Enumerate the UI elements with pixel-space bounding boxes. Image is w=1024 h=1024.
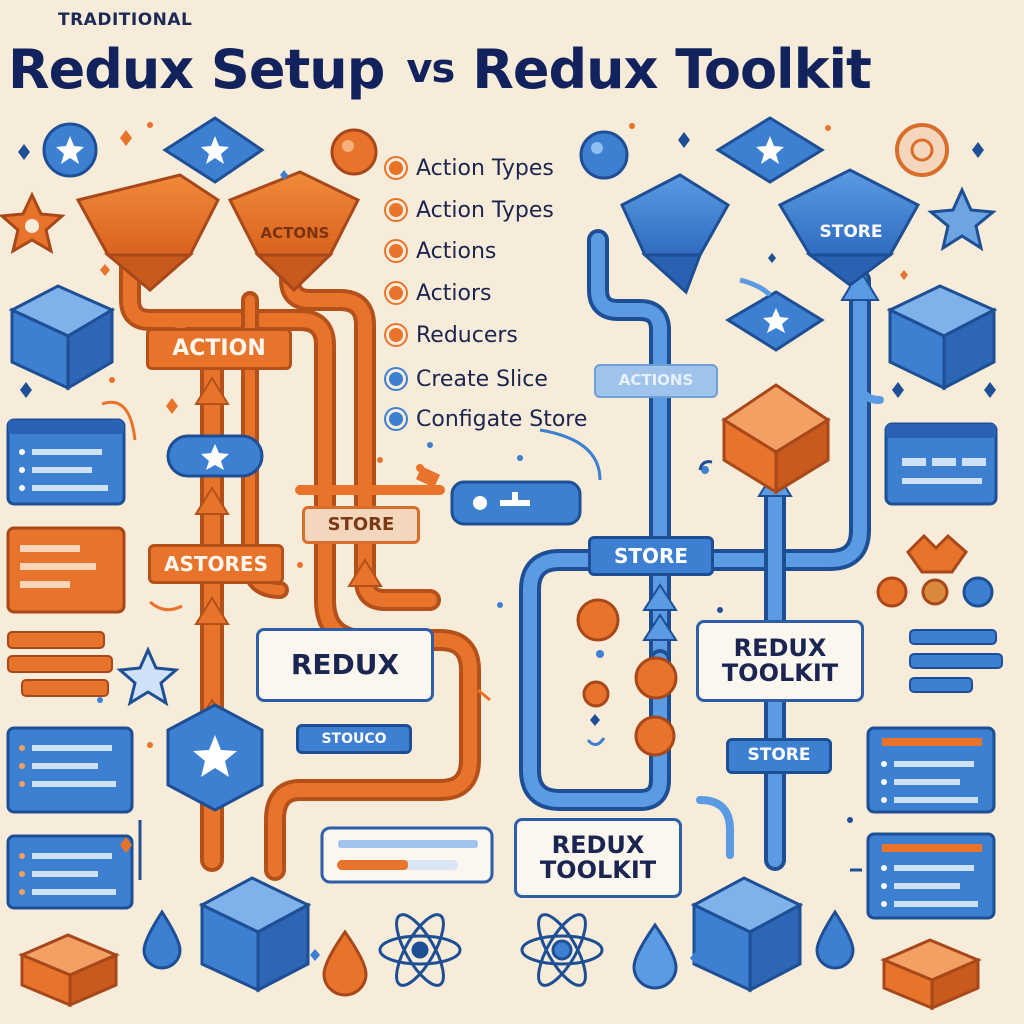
- legend-label: Actions: [416, 238, 497, 264]
- title-left: Redux Setup: [8, 38, 385, 101]
- legend-item: Reducers: [386, 317, 518, 353]
- orange-cube-toolkit: [721, 383, 831, 495]
- confetti-decor: [18, 122, 996, 964]
- legend-label: Action Types: [416, 197, 554, 223]
- panel-right-4: [866, 832, 996, 920]
- panel-left-1: [6, 418, 126, 506]
- legend-item: Actiors: [386, 275, 491, 311]
- astores-label: ASTORES: [148, 544, 284, 584]
- legend-item: Configate Store: [386, 401, 587, 437]
- atom-icon-right: [520, 913, 604, 987]
- orange-cube-bottom-left: [18, 933, 120, 1008]
- legend-bullet-icon: [386, 325, 406, 345]
- legend-bullet-icon: [386, 409, 406, 429]
- panel-left-5: [6, 834, 134, 910]
- subtitle: TRADITIONAL: [58, 10, 193, 30]
- orange-cube-bottom-right: [880, 938, 982, 1011]
- legend-bullet-icon: [386, 241, 406, 261]
- toolkit-flow-arrows: [642, 268, 880, 641]
- droplet-right: [815, 909, 855, 970]
- funnel-label-store: STORE: [819, 222, 883, 243]
- legend-bullet-icon: [386, 158, 406, 178]
- legend-item: Create Slice: [386, 361, 548, 397]
- cube-bottom-right: [690, 876, 804, 993]
- small-store-label: STOUCO: [296, 724, 412, 754]
- legend-bullet-icon: [386, 369, 406, 389]
- redux-toolkit-box-top: REDUX TOOLKIT: [696, 620, 864, 702]
- funnel-label-actions: ACTONS: [260, 224, 330, 243]
- action-funnel-right: [227, 170, 361, 293]
- star-badge-mid-left: [166, 434, 264, 478]
- legend-label: Configate Store: [416, 406, 588, 432]
- page-title: Redux Setup vs Redux Toolkit: [8, 38, 872, 101]
- star-diamond-top: [162, 116, 265, 184]
- store-label-left: STORE: [302, 506, 420, 544]
- panel-left-2: [6, 526, 126, 614]
- orb-cluster-toolkit: [576, 576, 994, 757]
- blue-orb-top: [579, 130, 629, 180]
- legend-label: Actiors: [416, 280, 492, 306]
- star-outline-left: [116, 646, 180, 707]
- panel-right-1: [884, 422, 998, 506]
- redux-toolkit-box-bottom: REDUX TOOLKIT: [514, 818, 682, 898]
- toolkit-funnel-store: [777, 168, 921, 287]
- star-badge-top-left: [42, 122, 98, 178]
- legend-item: Action Types: [386, 192, 554, 228]
- star-diamond-top-right: [715, 116, 825, 184]
- title-right: Redux Toolkit: [472, 38, 872, 101]
- panel-right-2: [909, 629, 1003, 693]
- panel-right-3: [866, 726, 996, 814]
- legend-bullet-icon: [386, 200, 406, 220]
- legend-item: Actions: [386, 233, 496, 269]
- power-badge-top-right: [895, 123, 949, 177]
- action-funnel-left: [75, 173, 220, 292]
- star-outline-right: [927, 186, 997, 252]
- cube-left-top: [8, 284, 116, 391]
- atom-icon-left: [378, 913, 462, 987]
- toggle-pill: [450, 480, 582, 526]
- title-vs: vs: [406, 46, 455, 92]
- legend-label: Create Slice: [416, 366, 548, 392]
- store-label-mid: STORE: [588, 536, 714, 576]
- legend-item: Action Types: [386, 150, 554, 186]
- droplet-left: [142, 909, 182, 970]
- star-orange-left: [0, 191, 66, 255]
- action-label: ACTION: [146, 328, 292, 370]
- legend-bullet-icon: [386, 283, 406, 303]
- redux-box: REDUX: [256, 628, 434, 702]
- droplet-center-blue: [632, 922, 678, 990]
- progress-box: [320, 826, 494, 884]
- crown-orange: [906, 533, 968, 574]
- panel-left-4: [6, 726, 134, 814]
- cube-right-top: [886, 284, 998, 391]
- legend-label: Reducers: [416, 322, 518, 348]
- cube-bottom-left: [198, 876, 312, 993]
- panel-left-3: [7, 631, 113, 697]
- star-diamond-right-mid: [725, 290, 825, 352]
- star-hexagon-left: [166, 703, 264, 812]
- actions-faded-label: ACTIONS: [594, 364, 718, 398]
- store-label-lower: STORE: [726, 738, 832, 774]
- legend-label: Action Types: [416, 155, 554, 181]
- orange-orb-top: [330, 128, 378, 176]
- droplet-center-orange: [322, 929, 368, 997]
- toolkit-funnel-left: [620, 173, 731, 295]
